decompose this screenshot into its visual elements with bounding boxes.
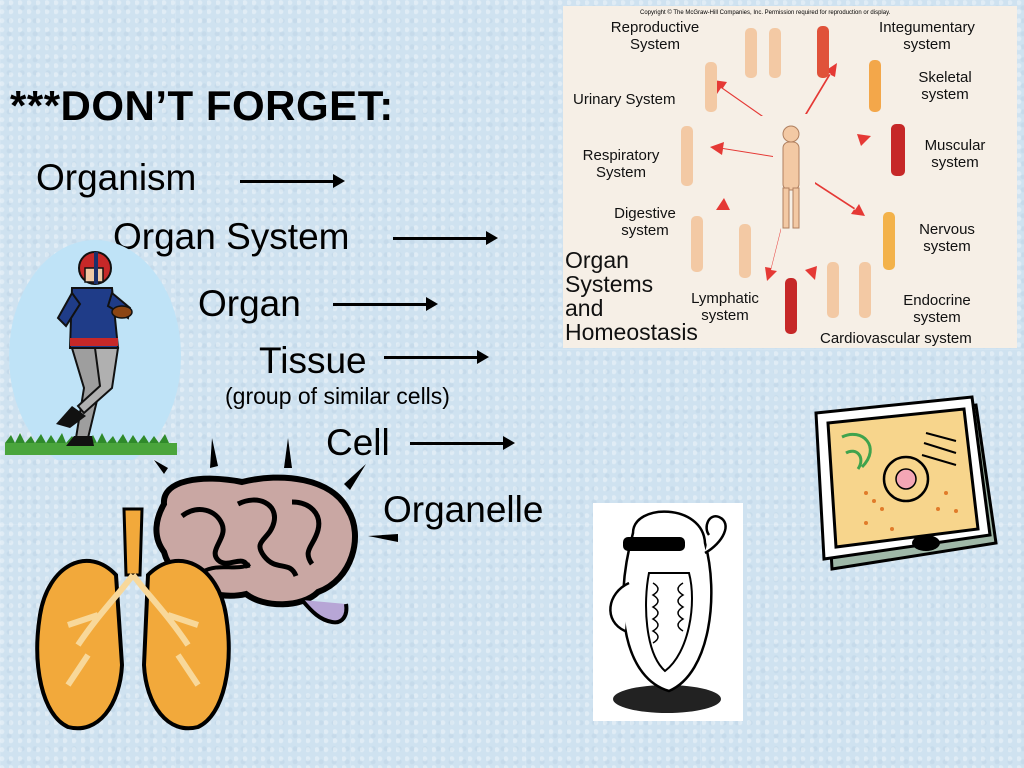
label-cardiovascular: Cardiovascular system <box>820 330 972 347</box>
figure-heading-line-4: Homeostasis <box>565 319 698 345</box>
label-digestive-2: system <box>621 222 669 239</box>
label-respiratory-1: Respiratory <box>583 147 660 164</box>
figure-heading-line-1: Organ <box>565 247 629 273</box>
label-urinary: Urinary System <box>573 91 676 108</box>
center-body-figure <box>782 125 800 229</box>
label-muscular-2: system <box>931 154 979 171</box>
figure-heading-line-3: and <box>565 295 603 321</box>
level-organism: Organism <box>36 157 197 198</box>
brain-image <box>142 432 404 650</box>
level-organelle: Organelle <box>383 489 544 530</box>
football-player-image <box>0 238 182 472</box>
label-lymphatic-1: Lymphatic <box>691 290 759 307</box>
body-figures <box>681 26 905 334</box>
arrow-tissue <box>384 350 489 364</box>
label-integumentary-2: system <box>903 36 951 53</box>
label-reproductive-2: System <box>630 36 680 53</box>
label-lymphatic-2: system <box>701 307 749 324</box>
label-respiratory-2: System <box>596 164 646 181</box>
label-integumentary-1: Integumentary <box>879 19 975 36</box>
figure-heading-line-2: Systems <box>565 271 653 297</box>
level-tissue: Tissue <box>259 340 367 381</box>
arrow-cell <box>410 436 515 450</box>
label-muscular-1: Muscular <box>925 137 986 154</box>
label-nervous-2: system <box>923 238 971 255</box>
label-skeletal-1: Skeletal <box>918 69 971 86</box>
mitochondrion-image <box>593 503 743 721</box>
level-cell: Cell <box>326 422 390 463</box>
tissue-note: (group of similar cells) <box>225 383 450 409</box>
level-organ-system: Organ System <box>113 216 350 257</box>
organ-systems-figure: Copyright © The McGraw-Hill Companies, I… <box>563 6 1017 348</box>
cell-image <box>806 383 1002 581</box>
arrow-organ <box>333 297 438 311</box>
label-reproductive-1: Reproductive <box>611 19 699 36</box>
lungs-image <box>28 505 238 733</box>
arrow-organ-system <box>393 231 498 245</box>
radial-arrows <box>710 63 871 281</box>
label-endocrine-1: Endocrine <box>903 292 971 309</box>
label-skeletal-2: system <box>921 86 969 103</box>
arrow-organism <box>240 174 345 188</box>
slide-title: ***DON’T FORGET: <box>10 82 394 129</box>
label-endocrine-2: system <box>913 309 961 326</box>
label-nervous-1: Nervous <box>919 221 975 238</box>
level-organ: Organ <box>198 283 301 324</box>
figure-copyright: Copyright © The McGraw-Hill Companies, I… <box>640 9 891 16</box>
label-digestive-1: Digestive <box>614 205 676 222</box>
